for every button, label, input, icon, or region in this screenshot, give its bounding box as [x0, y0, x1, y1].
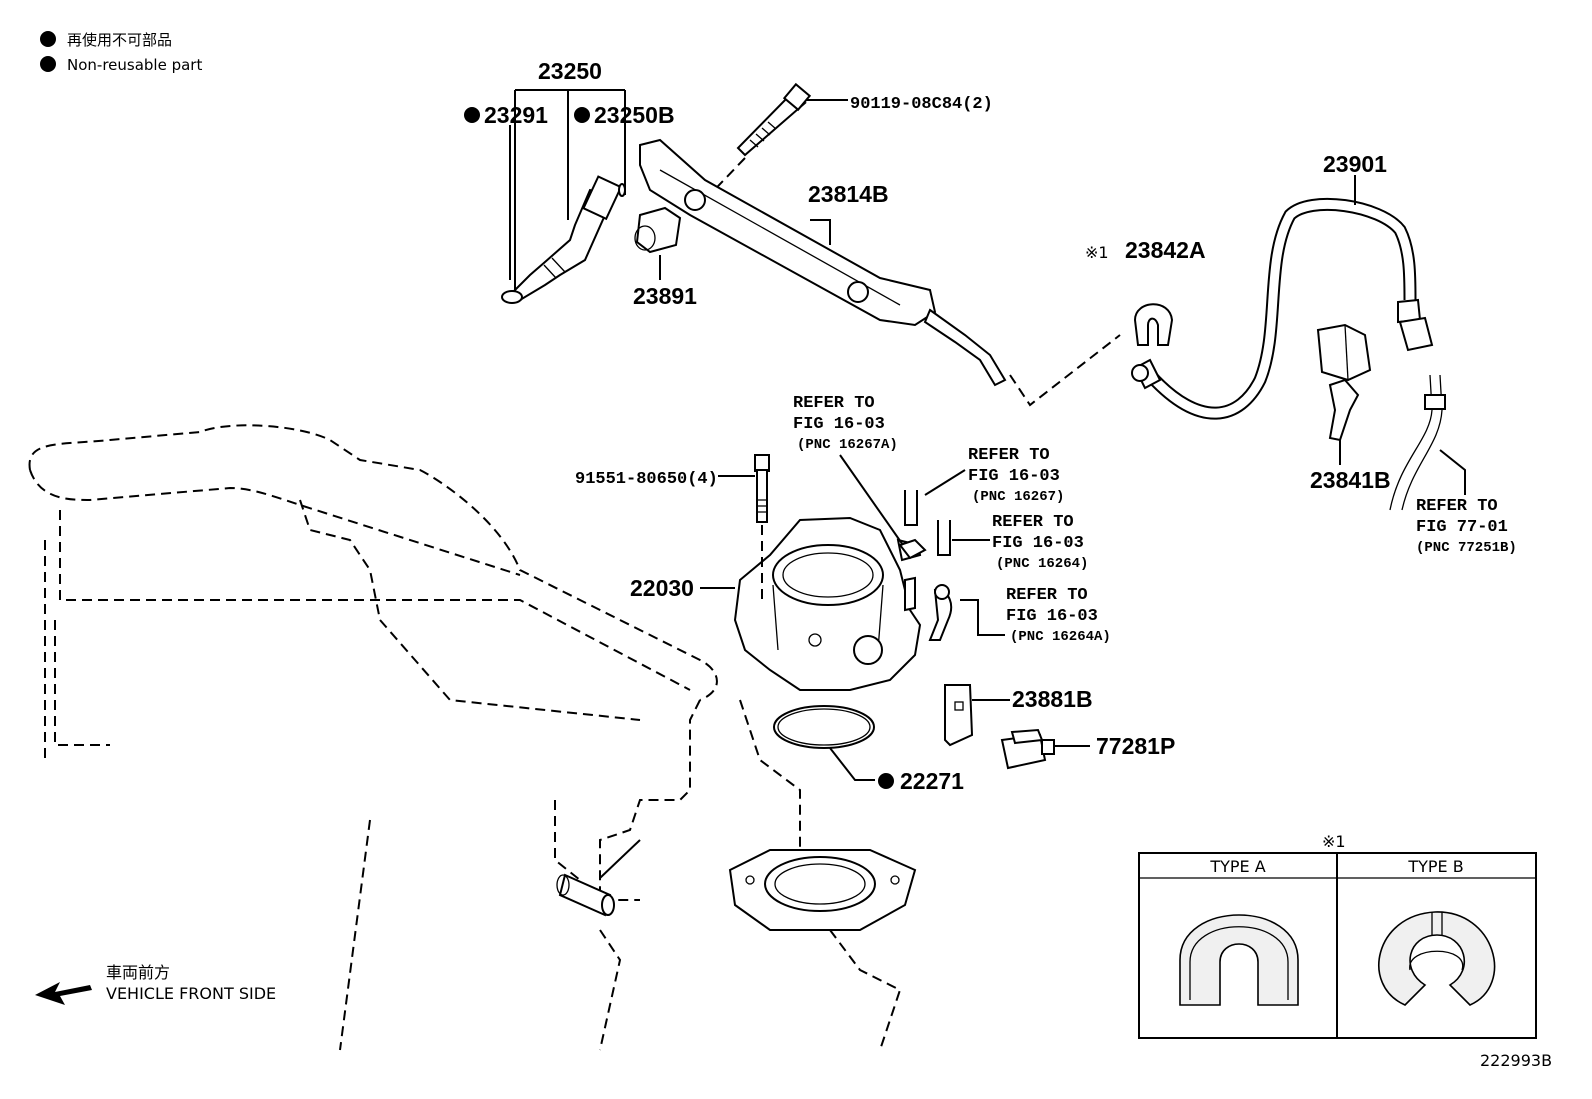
- insulator-23891: [634, 206, 682, 280]
- fuel-rail: [639, 138, 1121, 407]
- plate-23881b: [944, 684, 1010, 747]
- part-91551: 91551-80650(4): [575, 470, 718, 489]
- non-reusable-dot-icon: [40, 56, 56, 72]
- non-reusable-dot-icon: [464, 107, 480, 123]
- clip-icon: [1133, 303, 1174, 346]
- plate-icon: [944, 684, 974, 747]
- type-a-clip-icon: [1179, 914, 1299, 1006]
- non-reusable-dot-icon: [574, 107, 590, 123]
- injector-group: [501, 89, 626, 304]
- front-en: VEHICLE FRONT SIDE: [106, 984, 276, 1003]
- ref-77-01-line3: (PNC 77251B): [1416, 540, 1517, 556]
- non-reusable-dot-icon: [878, 773, 894, 789]
- clip-23842a: [1133, 303, 1174, 346]
- throttle-body: [700, 516, 953, 691]
- part-23901: 23901: [1323, 151, 1387, 177]
- front-indicator: [35, 982, 92, 1005]
- ref-16264a-line2: FIG 16-03: [1006, 607, 1098, 626]
- part-23891: 23891: [633, 283, 697, 309]
- fuel-rail-icon: [639, 138, 937, 327]
- insulator-icon: [635, 206, 682, 254]
- vent-hose: [1389, 374, 1466, 511]
- clamp-23841b: [1316, 323, 1372, 465]
- arrow-left-icon: [35, 982, 92, 1005]
- intake-flange: [728, 849, 917, 931]
- ref-16264-line2: FIG 16-03: [992, 534, 1084, 553]
- part-23250: 23250: [538, 58, 602, 84]
- engine-outline: [28, 424, 902, 1051]
- diagram-id: 222993B: [1480, 1051, 1552, 1070]
- part-23842a: 23842A: [1125, 237, 1206, 263]
- ref-16267a-line1: REFER TO: [793, 394, 875, 413]
- ref-16267-line2: FIG 16-03: [968, 467, 1060, 486]
- type-box-mark: ※1: [1322, 832, 1346, 851]
- part-90119: 90119-08C84(2): [850, 95, 993, 114]
- fuel-hose: [1131, 175, 1434, 420]
- ref-16267-line3: (PNC 16267): [972, 489, 1064, 505]
- part-77281p: 77281P: [1096, 733, 1175, 759]
- front-jp: 車両前方: [106, 963, 170, 982]
- legend-jp: 再使用不可部品: [67, 31, 172, 49]
- part-23291: 23291: [484, 102, 548, 128]
- gasket-22271: [773, 705, 875, 781]
- ref-16264a-line1: REFER TO: [1006, 586, 1088, 605]
- ref-16267-line1: REFER TO: [968, 446, 1050, 465]
- ref-16264a-line3: (PNC 16264A): [1010, 629, 1111, 645]
- type-b-label: TYPE B: [1407, 857, 1463, 876]
- gasket-icon: [773, 705, 875, 749]
- part-23841b: 23841B: [1310, 467, 1391, 493]
- ref-77-01-line1: REFER TO: [1416, 497, 1498, 516]
- small-hoses: [839, 454, 1005, 636]
- pipe-stub: [556, 839, 641, 917]
- sensor-77281p: [1000, 728, 1090, 770]
- legend: 再使用不可部品 Non-reusable part: [40, 31, 202, 74]
- ref-16264-line1: REFER TO: [992, 513, 1074, 532]
- part-22030: 22030: [630, 575, 694, 601]
- ref-77-01-line2: FIG 77-01: [1416, 518, 1508, 537]
- part-23842a-mark: ※1: [1085, 243, 1109, 262]
- type-b-clip-icon: [1378, 911, 1496, 1006]
- non-reusable-dot-icon: [40, 31, 56, 47]
- legend-en: Non-reusable part: [67, 56, 202, 74]
- clamp-icon: [1316, 323, 1372, 382]
- ref-16264-line3: (PNC 16264): [996, 556, 1088, 572]
- part-22271: 22271: [900, 768, 964, 794]
- part-23881b: 23881B: [1012, 686, 1093, 712]
- bolt-91551: [718, 454, 770, 600]
- ref-16267a-line2: FIG 16-03: [793, 415, 885, 434]
- type-a-label: TYPE A: [1209, 857, 1265, 876]
- part-23814b: 23814B: [808, 181, 889, 207]
- ref-16267a-line3: (PNC 16267A): [797, 437, 898, 453]
- part-23250b: 23250B: [594, 102, 675, 128]
- type-box: [1138, 852, 1537, 1039]
